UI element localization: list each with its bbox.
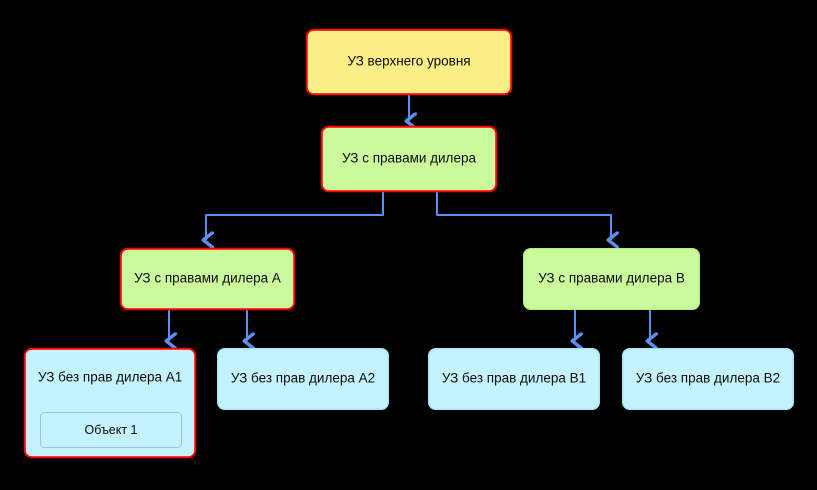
node-box-non-dealer-account-a2[interactable] — [217, 348, 389, 410]
node-box-dealer-account[interactable] — [320, 125, 498, 193]
node-dealer-account-a[interactable]: УЗ с правами дилера А — [119, 247, 296, 311]
node-dealer-account[interactable]: УЗ с правами дилера — [320, 125, 498, 193]
node-non-dealer-account-b1[interactable]: УЗ без прав дилера В1 — [428, 348, 600, 410]
node-label-non-dealer-account-a2: УЗ без прав дилера А2 — [231, 371, 375, 386]
node-box-non-dealer-account-b1[interactable] — [428, 348, 600, 410]
sub-box-label-object-1: Объект 1 — [85, 423, 138, 437]
node-dealer-account-b[interactable]: УЗ с правами дилера В — [523, 248, 700, 310]
node-label-top-level-account: УЗ верхнего уровня — [347, 54, 470, 69]
node-label-non-dealer-account-a1: УЗ без прав дилера А1 — [38, 370, 182, 385]
node-box-dealer-account-a[interactable] — [119, 247, 296, 311]
node-label-dealer-account: УЗ с правами дилера — [342, 151, 476, 166]
node-non-dealer-account-b2[interactable]: УЗ без прав дилера В2 — [622, 348, 794, 410]
connector-conn-dealer-to-a — [206, 192, 384, 240]
nodes-layer: УЗ верхнего уровня УЗ с правами дилера УЗ … — [23, 28, 794, 459]
node-non-dealer-account-a1[interactable]: УЗ без прав дилера А1 Объект 1 — [23, 347, 197, 459]
node-box-top-level-account[interactable] — [305, 28, 513, 96]
connector-conn-dealer-to-b — [436, 192, 611, 240]
node-label-non-dealer-account-b2: УЗ без прав дилера В2 — [636, 371, 780, 386]
node-top-level-account[interactable]: УЗ верхнего уровня — [305, 28, 513, 96]
node-label-dealer-account-a: УЗ с правами дилера А — [134, 271, 281, 286]
node-label-dealer-account-b: УЗ с правами дилера В — [538, 271, 685, 286]
node-box-non-dealer-account-b2[interactable] — [622, 348, 794, 410]
sub-box-object-1[interactable] — [40, 412, 182, 448]
connectors-layer — [169, 95, 650, 341]
node-box-dealer-account-b[interactable] — [523, 248, 700, 310]
node-non-dealer-account-a2[interactable]: УЗ без прав дилера А2 — [217, 348, 389, 410]
node-label-non-dealer-account-b1: УЗ без прав дилера В1 — [442, 371, 586, 386]
